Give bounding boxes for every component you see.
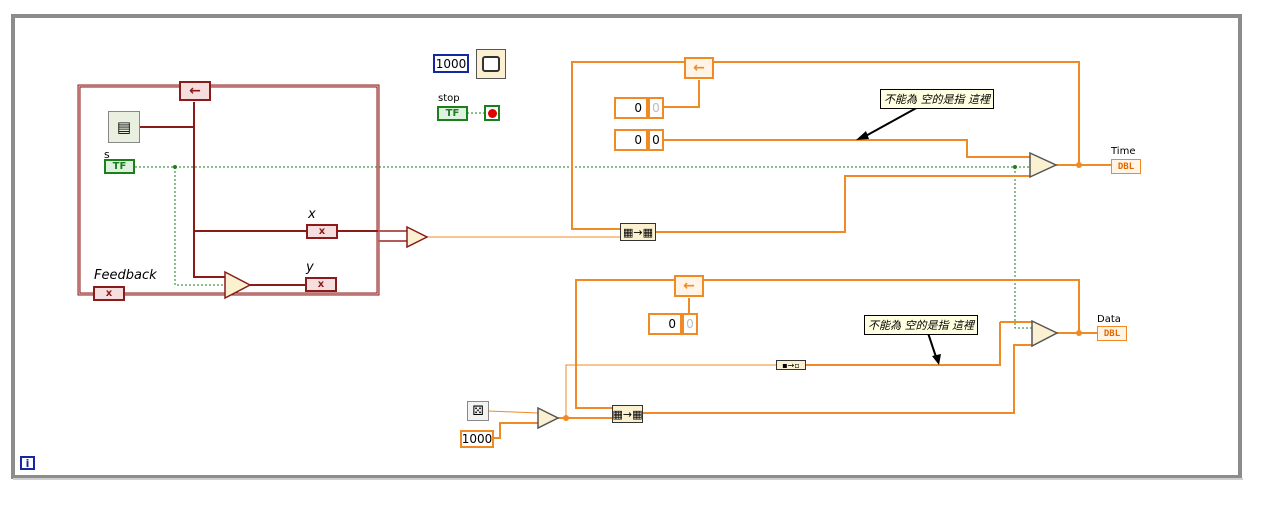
orange-array-wires-top [571, 61, 1112, 233]
orange-array-wires-bottom [494, 279, 1097, 439]
init-constant-a[interactable]: 0 [648, 97, 664, 119]
arrow-left-icon: ← [189, 83, 201, 99]
comment-top[interactable]: 不能為 空的是指 這裡 [880, 89, 994, 109]
wait-ms-constant[interactable]: 1000 [433, 54, 469, 73]
cluster-glyph: x [317, 279, 325, 290]
info-text: i [25, 456, 30, 470]
select-node-red [224, 270, 252, 300]
time-terminal[interactable]: DBL [1111, 159, 1141, 174]
build-array-data[interactable]: ▦→▦ [612, 405, 643, 423]
time-dbl-text: DBL [1117, 161, 1135, 172]
feedback-node-time[interactable]: ← [684, 57, 714, 79]
x-terminal[interactable]: x [306, 224, 338, 239]
comment-bottom[interactable]: 不能為 空的是指 這裡 [864, 315, 978, 335]
index-constant-b[interactable]: 0 [614, 129, 648, 151]
init-constant-c[interactable]: 0 [682, 313, 698, 335]
boolean-wires [135, 112, 1032, 329]
stop-terminal[interactable]: TF [437, 106, 468, 121]
init-constant-b[interactable]: 0 [648, 129, 664, 151]
wait-ms-icon[interactable] [476, 49, 506, 79]
feedback-node-red[interactable]: ← [179, 81, 211, 101]
tick-count-icon[interactable]: ▤ [108, 111, 140, 143]
x-label: x [308, 207, 316, 222]
feedback-node-data[interactable]: ← [674, 275, 704, 297]
data-terminal[interactable]: DBL [1097, 326, 1127, 341]
stop-label: stop [438, 93, 460, 104]
index-constant-c[interactable]: 0 [648, 313, 682, 335]
convert-node[interactable]: ▪→▫ [776, 360, 806, 370]
init-a-value: 0 [652, 101, 660, 115]
data-label: Data [1097, 314, 1121, 325]
select-node-data [1031, 319, 1059, 348]
cluster-glyph: x [318, 226, 326, 237]
random-scale-constant[interactable]: 1000 [460, 430, 494, 448]
feedback-label: Feedback [94, 268, 157, 283]
stop-dot-icon [487, 108, 497, 118]
feedback-terminal[interactable]: x [93, 286, 125, 301]
init-c-value: 0 [686, 317, 694, 331]
arrow-left-icon: ← [683, 278, 695, 294]
index-b-value: 0 [634, 133, 642, 147]
select-node-time [1029, 151, 1058, 179]
time-label: Time [1111, 146, 1136, 157]
index-constant-a[interactable]: 0 [614, 97, 648, 119]
build-array-time[interactable]: ▦→▦ [620, 223, 656, 241]
init-b-value: 0 [652, 133, 660, 147]
index-a-value: 0 [634, 101, 642, 115]
y-terminal[interactable]: x [305, 277, 337, 292]
subtract-node [406, 225, 429, 249]
s-terminal[interactable]: TF [104, 159, 135, 174]
watch-icon [482, 56, 500, 72]
data-dbl-text: DBL [1103, 328, 1121, 339]
cluster-glyph: x [105, 288, 113, 299]
multiply-node [537, 406, 560, 430]
arrow-left-icon: ← [693, 60, 705, 76]
s-label: s [104, 148, 110, 161]
info-icon[interactable]: i [20, 456, 35, 470]
stop-condition-icon[interactable] [484, 105, 500, 121]
red-data-wires [140, 102, 408, 286]
y-label: y [306, 260, 314, 275]
index-c-value: 0 [668, 317, 676, 331]
random-number-icon[interactable]: ⚄ [467, 401, 489, 421]
block-diagram-frame [11, 14, 1242, 479]
frame-shadow [13, 478, 1243, 480]
